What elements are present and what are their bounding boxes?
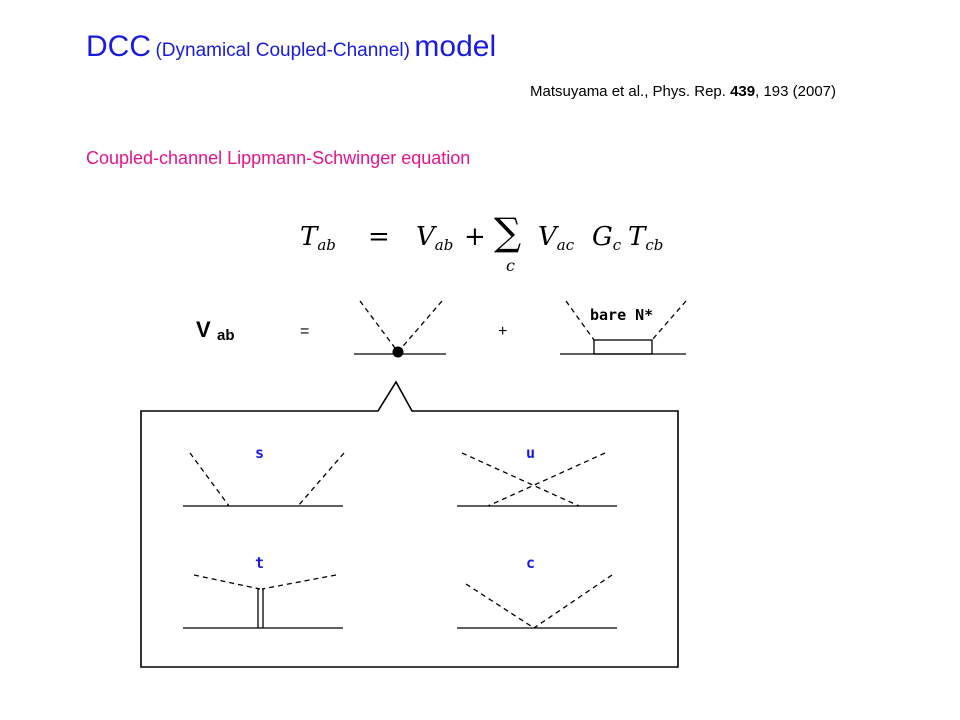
u-channel-diagram: u xyxy=(457,444,617,507)
reference-authors: Matsuyama et al., Phys. Rep. xyxy=(530,83,726,100)
vertex-meson-out xyxy=(397,300,443,353)
callout-box xyxy=(140,380,679,668)
title-model: model xyxy=(414,30,497,63)
page-title: DCC (Dynamical Coupled-Channel) model xyxy=(86,30,496,64)
vab-equals: = xyxy=(300,323,309,340)
title-dcc: DCC xyxy=(86,30,151,63)
u-meson-out xyxy=(487,452,606,507)
vab-lhs-v: V xyxy=(196,317,211,342)
c-channel-label: c xyxy=(526,554,535,572)
title-paren: (Dynamical Coupled-Channel) xyxy=(155,40,410,61)
eq-vac: Vac xyxy=(538,222,575,254)
reference-pages-year: , 193 (2007) xyxy=(755,83,837,100)
vab-lhs-sub: ab xyxy=(217,327,235,344)
eq-sum-symbol: ∑ xyxy=(494,210,522,254)
bare-propagator xyxy=(593,339,653,355)
c-meson-out xyxy=(533,574,613,629)
s-channel-diagram: s xyxy=(183,444,345,507)
u-channel-label: u xyxy=(526,444,535,462)
bare-nstar-diagram: bare N* xyxy=(560,300,687,355)
reference-volume: 439 xyxy=(730,83,756,100)
u-meson-in xyxy=(461,452,580,507)
c-channel-diagram: c xyxy=(457,554,617,629)
section-subtitle: Coupled-channel Lippmann-Schwinger equat… xyxy=(86,148,471,168)
ls-equation: Tab = Vab + ∑ c Vac Gc Tcb xyxy=(296,210,676,282)
vertex-diagram xyxy=(354,300,446,358)
bare-meson-out xyxy=(651,300,687,341)
vertex-dot xyxy=(392,346,404,358)
eq-equals: = xyxy=(368,222,390,252)
eq-sum-index: c xyxy=(506,256,515,275)
t-meson-in xyxy=(193,574,261,590)
eq-gc: Gc xyxy=(592,222,622,254)
t-meson-out xyxy=(261,574,337,590)
t-channel-label: t xyxy=(255,554,264,572)
eq-lhs: Tab xyxy=(300,222,336,254)
t-channel-diagram: t xyxy=(183,554,343,629)
s-channel-label: s xyxy=(255,444,264,462)
eq-plus: + xyxy=(464,222,486,252)
reference-citation: Matsuyama et al., Phys. Rep. 439, 193 (2… xyxy=(530,83,836,100)
s-meson-in xyxy=(189,452,230,507)
vab-plus: + xyxy=(498,323,507,340)
bare-nstar-label: bare N* xyxy=(590,306,653,324)
c-meson-in xyxy=(465,583,535,629)
bare-meson-in xyxy=(565,300,595,341)
eq-v: Vab xyxy=(416,222,454,254)
s-meson-out xyxy=(297,452,345,507)
eq-tcb: Tcb xyxy=(628,222,664,254)
vertex-meson-in xyxy=(359,300,399,353)
